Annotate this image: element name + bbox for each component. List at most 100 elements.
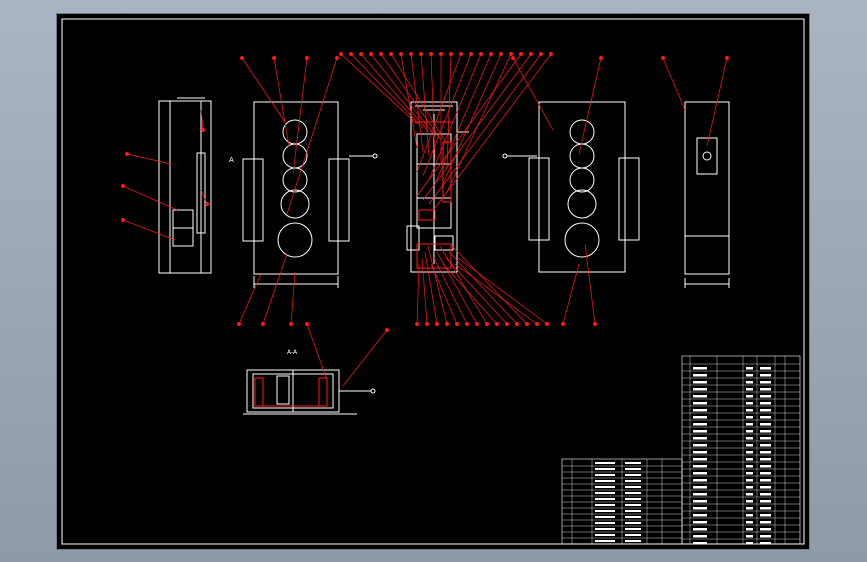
cell-mark (760, 528, 771, 531)
cell-mark (760, 367, 771, 370)
leader-line (416, 53, 462, 173)
leader-line (445, 257, 508, 325)
cell-mark (693, 374, 707, 377)
cell-mark (760, 472, 771, 475)
balloon-tag (237, 322, 241, 326)
leader-line (390, 53, 448, 145)
cell-mark (760, 395, 771, 398)
balloon-tag (511, 56, 515, 60)
balloon-tag (425, 322, 429, 326)
cell-mark (760, 430, 771, 433)
section-view-label: A-A (287, 349, 298, 356)
balloon-tag (479, 52, 483, 56)
parts-list-rows (562, 356, 800, 544)
cell-mark (693, 388, 707, 391)
cell-mark (746, 514, 753, 517)
leader-line (400, 53, 418, 149)
leader-line (122, 185, 178, 211)
cell-mark (760, 535, 771, 538)
leader-line (238, 273, 262, 325)
cell-mark (595, 480, 615, 482)
balloon-tag (519, 52, 523, 56)
cell-mark (746, 458, 753, 461)
leader-line (448, 251, 518, 325)
cell-mark (693, 472, 707, 475)
cell-mark (693, 500, 707, 503)
balloon-tag (240, 56, 244, 60)
balloon-tag (435, 322, 439, 326)
balloon-tag (599, 56, 603, 60)
leader-line (562, 263, 580, 325)
cell-mark (746, 528, 753, 531)
cell-mark (693, 542, 707, 545)
leader-line (662, 57, 686, 111)
cell-mark (693, 465, 707, 468)
leader-line (454, 263, 538, 325)
cell-mark (760, 444, 771, 447)
cell-mark (625, 516, 641, 518)
leader-line (446, 53, 452, 169)
cell-mark (746, 521, 753, 524)
leader-line (442, 263, 498, 325)
leader-line (290, 271, 296, 325)
leader-line (424, 251, 438, 325)
balloon-tag (349, 52, 353, 56)
leader-line (273, 57, 290, 147)
balloon-tag (489, 52, 493, 56)
balloon-tag (205, 202, 209, 206)
cell-mark (595, 498, 615, 500)
leader-line (439, 245, 488, 325)
cell-mark (693, 423, 707, 426)
cell-mark (693, 479, 707, 482)
sectional-hatch (415, 121, 453, 269)
balloon-tag (475, 322, 479, 326)
cell-mark (760, 542, 771, 545)
balloon-tag (561, 322, 565, 326)
leader-line (292, 57, 308, 175)
balloon-tag (121, 218, 125, 222)
cell-mark (693, 514, 707, 517)
cell-mark (746, 374, 753, 377)
balloon-tag (385, 328, 389, 332)
balloon-tag (525, 322, 529, 326)
leader-line (241, 57, 286, 123)
leader-line (416, 53, 522, 197)
cell-mark (595, 492, 615, 494)
balloon-tag (661, 56, 665, 60)
cell-mark (595, 510, 615, 512)
balloon-tag (449, 52, 453, 56)
cell-mark (760, 479, 771, 482)
balloon-tag (305, 322, 309, 326)
cell-mark (693, 437, 707, 440)
cell-mark (760, 409, 771, 412)
cell-mark (625, 504, 641, 506)
cell-mark (746, 416, 753, 419)
balloon-tag (121, 184, 125, 188)
cell-mark (595, 504, 615, 506)
balloon-tag (529, 52, 533, 56)
leader-line (446, 53, 512, 193)
balloon-tag (469, 52, 473, 56)
cell-mark (760, 388, 771, 391)
cell-mark (746, 479, 753, 482)
leader-line (430, 53, 436, 161)
cell-mark (595, 486, 615, 488)
leader-line (350, 53, 424, 129)
leader-line (457, 257, 548, 325)
leader-line (420, 53, 430, 157)
balloon-tag (261, 322, 265, 326)
border-frame (61, 18, 805, 545)
cell-mark (595, 528, 615, 530)
end-view (684, 101, 730, 288)
cell-mark (625, 540, 641, 542)
leader-line (584, 243, 596, 325)
leader-line (126, 153, 172, 165)
leader-line (427, 245, 448, 325)
balloon-tag (429, 52, 433, 56)
leader-line (422, 53, 472, 177)
balloon-tag (545, 322, 549, 326)
cell-mark (595, 534, 615, 536)
cell-mark (746, 486, 753, 489)
cell-mark (625, 492, 641, 494)
cell-mark (625, 510, 641, 512)
